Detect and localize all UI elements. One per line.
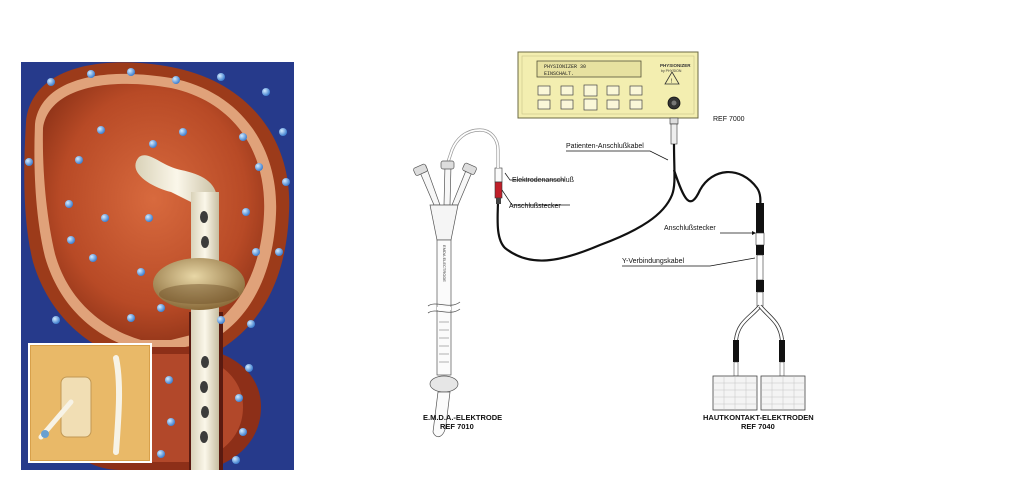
leader-plug-left [501, 189, 570, 206]
leader-electrode-connection [504, 172, 565, 181]
device-button-7[interactable] [560, 99, 574, 110]
label-skin-ref: REF 7040 [741, 422, 775, 431]
device-button-4[interactable] [606, 85, 620, 96]
label-y-cable: Y-Verbindungskabel [622, 258, 684, 265]
electrode-connection [494, 167, 503, 183]
device-button-5[interactable] [629, 85, 643, 96]
device-button-6[interactable] [537, 99, 551, 110]
device-button-2[interactable] [560, 85, 574, 96]
skin-contact-electrodes [712, 375, 806, 411]
lcd-line-1: PHYSIONIZER 30 [544, 64, 586, 70]
leader-y-cable [622, 257, 756, 267]
label-electrode-connection: Elektrodenanschluß [512, 177, 574, 184]
device-button-3[interactable] [583, 84, 598, 97]
patient-cable [496, 143, 676, 262]
device-button-1[interactable] [537, 85, 551, 96]
label-emda-name: E.M.D.A.-ELEKTRODE [423, 413, 502, 422]
label-plug-right: Anschlußstecker [664, 225, 716, 232]
y-cable-assembly [733, 203, 785, 377]
label-plug-left: Anschlußstecker [509, 203, 561, 210]
warning-icon [664, 71, 680, 85]
device-button-8[interactable] [583, 98, 598, 111]
leader-patient-cable [566, 150, 669, 161]
label-skin-name: HAUTKONTAKT-ELEKTRODEN [703, 413, 814, 422]
device-ref: REF 7000 [713, 116, 745, 123]
lcd-display [536, 60, 642, 78]
red-connector-plug [494, 181, 503, 199]
svg-text:!: ! [671, 79, 673, 85]
brand-logo: PHYSIONIZER [660, 63, 691, 68]
physionizer-device: PHYSIONIZER 30 EINSCHALT. PHYSIONIZER by… [517, 51, 745, 145]
label-patient-cable: Patienten-Anschlußkabel [566, 143, 644, 150]
brand-subline: by PHYSION [661, 69, 682, 73]
patient-cable-branch [672, 169, 762, 211]
lcd-line-2: EINSCHALT. [544, 71, 574, 77]
bladder-illustration [21, 62, 294, 470]
emda-shaft-text: EMDA ELECTRODE [442, 245, 447, 282]
device-button-10[interactable] [629, 99, 643, 110]
label-emda-ref: REF 7010 [440, 422, 474, 431]
emda-electrode: EMDA ELECTRODE [413, 160, 477, 438]
device-button-9[interactable] [606, 99, 620, 110]
